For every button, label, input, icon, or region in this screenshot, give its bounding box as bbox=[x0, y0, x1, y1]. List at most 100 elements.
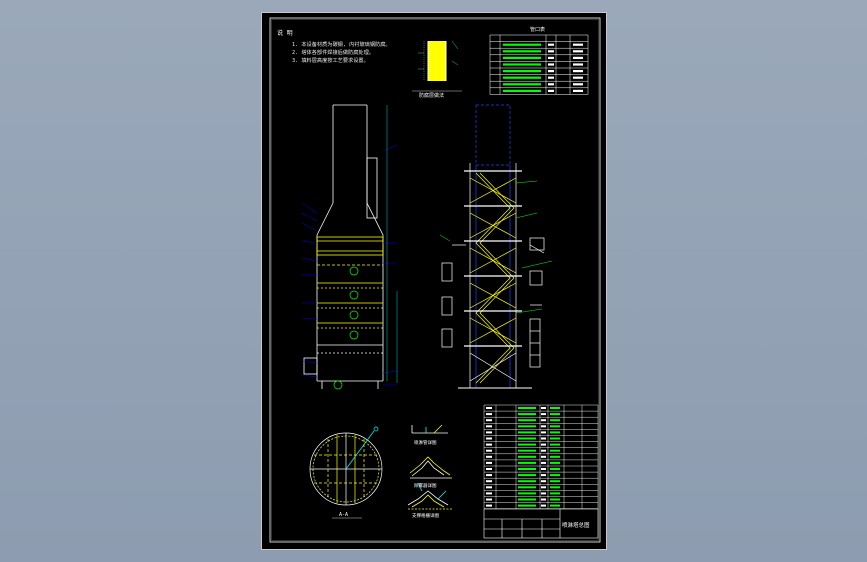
parts-table-cell-mark bbox=[518, 480, 536, 483]
parts-table-cell-mark bbox=[486, 468, 492, 470]
parts-table-cell-mark bbox=[486, 413, 492, 416]
nozzle-table-cell-mark bbox=[503, 70, 541, 73]
section-label: A-A bbox=[339, 512, 348, 518]
parts-table-cell-mark bbox=[550, 455, 560, 458]
notes-line-1: 1. 本设备材质为碳钢, 内衬玻璃钢防腐。 bbox=[292, 40, 391, 48]
parts-table-cell-mark bbox=[518, 498, 536, 501]
parts-table-cell-mark bbox=[550, 486, 560, 489]
parts-table-cell-mark bbox=[550, 437, 560, 440]
parts-table-cell-mark bbox=[541, 407, 546, 409]
drawing-sheet[interactable]: 说 明 1. 本设备材质为碳钢, 内衬玻璃钢防腐。 2. 塔体各部件焊接后做防腐… bbox=[261, 12, 607, 550]
lining-detail: 防腐层做法 bbox=[412, 40, 462, 99]
title-block-name: 喷淋塔总图 bbox=[562, 521, 590, 529]
parts-table-cell-mark bbox=[550, 498, 560, 501]
parts-table-cell-mark bbox=[541, 437, 546, 440]
parts-table-cell-mark bbox=[486, 407, 492, 409]
parts-table-cell-mark bbox=[518, 407, 536, 409]
detail-views bbox=[407, 424, 452, 510]
section-view bbox=[309, 426, 383, 506]
sheet-inner-frame bbox=[271, 19, 599, 541]
nozzle-table-cell-mark bbox=[503, 63, 541, 66]
notes-line-3: 3. 填料层高度按工艺要求设置。 bbox=[292, 56, 369, 64]
parts-table-cell-mark bbox=[541, 498, 546, 501]
notes-block: 说 明 1. 本设备材质为碳钢, 内衬玻璃钢防腐。 2. 塔体各部件焊接后做防腐… bbox=[277, 29, 391, 64]
parts-table-cell-mark bbox=[486, 486, 492, 489]
detail-label-2: 除雾器详图 bbox=[414, 482, 437, 489]
parts-table-cell-mark bbox=[518, 413, 536, 416]
detail-label-3: 支撑格栅详图 bbox=[412, 512, 439, 519]
parts-table-cell-mark bbox=[486, 437, 492, 440]
parts-table-cell-mark bbox=[541, 413, 546, 416]
nozzle-table-cell-mark bbox=[573, 43, 583, 46]
parts-table-cell-mark bbox=[486, 431, 492, 434]
parts-table-cell-mark bbox=[518, 449, 536, 452]
parts-table-cell-mark bbox=[486, 425, 492, 428]
parts-table-cell-mark bbox=[550, 449, 560, 452]
parts-table-cell-mark bbox=[518, 492, 536, 495]
nozzle-table-cell-mark bbox=[548, 89, 554, 92]
parts-table-cell-mark bbox=[550, 504, 560, 507]
notes-line-2: 2. 塔体各部件焊接后做防腐处理。 bbox=[292, 48, 374, 56]
nozzle-table: 管口表 bbox=[489, 26, 589, 95]
nozzle-table-title: 管口表 bbox=[530, 26, 545, 33]
sheet-frame bbox=[269, 17, 601, 543]
tower-dimension-line bbox=[386, 105, 398, 383]
nozzle-table-cell-mark bbox=[548, 83, 554, 86]
parts-table-cell-mark bbox=[486, 480, 492, 483]
parts-table-cell-mark bbox=[541, 492, 546, 495]
tower-leaders bbox=[301, 144, 398, 386]
notes-title: 说 明 bbox=[277, 29, 293, 37]
parts-table-cell-mark bbox=[550, 413, 560, 416]
parts-table-cell-mark bbox=[541, 474, 546, 477]
parts-table-cell-mark bbox=[541, 455, 546, 458]
nozzle-table-cell-mark bbox=[503, 43, 541, 46]
parts-table-cell-mark bbox=[541, 443, 546, 446]
lining-detail-label: 防腐层做法 bbox=[419, 92, 444, 99]
nozzle-table-cell-mark bbox=[503, 50, 541, 53]
nozzle-table-cell-mark bbox=[548, 50, 554, 53]
parts-table-cell-mark bbox=[541, 504, 546, 507]
tower-manholes bbox=[333, 266, 359, 390]
parts-table-cell-mark bbox=[550, 480, 560, 483]
parts-table-cell-mark bbox=[550, 461, 560, 464]
parts-table-cell-mark bbox=[518, 504, 536, 507]
parts-table-cell-mark bbox=[541, 419, 546, 422]
parts-table-cell-mark bbox=[518, 461, 536, 464]
nozzle-table-cell-mark bbox=[573, 83, 583, 86]
parts-table-cell-mark bbox=[550, 474, 560, 477]
parts-table-cell-mark bbox=[550, 468, 560, 470]
nozzle-table-cell-mark bbox=[573, 76, 583, 79]
parts-table-cell-mark bbox=[518, 419, 536, 422]
parts-table-cell-mark bbox=[541, 461, 546, 464]
nozzle-table-cell-mark bbox=[573, 89, 583, 92]
parts-list-table bbox=[483, 404, 599, 509]
nozzle-table-cell-mark bbox=[573, 50, 583, 53]
nozzle-table-cell-mark bbox=[503, 89, 541, 92]
parts-table-cell-mark bbox=[486, 498, 492, 501]
stair-tower-leaders bbox=[439, 180, 553, 314]
parts-table-cell-mark bbox=[541, 425, 546, 428]
parts-table-cell-mark bbox=[518, 425, 536, 428]
stair-tower-elevation bbox=[441, 104, 545, 389]
parts-table-cell-mark bbox=[550, 425, 560, 428]
parts-table-cell-mark bbox=[541, 480, 546, 483]
parts-table-cell-mark bbox=[486, 504, 492, 507]
detail-label-1: 喷淋管详图 bbox=[414, 439, 437, 446]
parts-table-cell-mark bbox=[550, 443, 560, 446]
parts-table-cell-mark bbox=[541, 431, 546, 434]
parts-table-cell-mark bbox=[486, 455, 492, 458]
parts-table-cell-mark bbox=[518, 455, 536, 458]
parts-table-cell-mark bbox=[518, 437, 536, 440]
parts-table-cell-mark bbox=[486, 492, 492, 495]
nozzle-table-cell-mark bbox=[503, 83, 541, 86]
parts-table-cell-mark bbox=[550, 419, 560, 422]
nozzle-table-cell-mark bbox=[503, 76, 541, 79]
parts-table-cell-mark bbox=[518, 431, 536, 434]
cad-drawing: 说 明 1. 本设备材质为碳钢, 内衬玻璃钢防腐。 2. 塔体各部件焊接后做防腐… bbox=[269, 17, 601, 543]
parts-table-cell-mark bbox=[550, 431, 560, 434]
parts-table-cell-mark bbox=[550, 492, 560, 495]
nozzle-table-cell-mark bbox=[548, 56, 554, 59]
parts-table-cell-mark bbox=[541, 486, 546, 489]
parts-table-cell-mark bbox=[518, 474, 536, 477]
